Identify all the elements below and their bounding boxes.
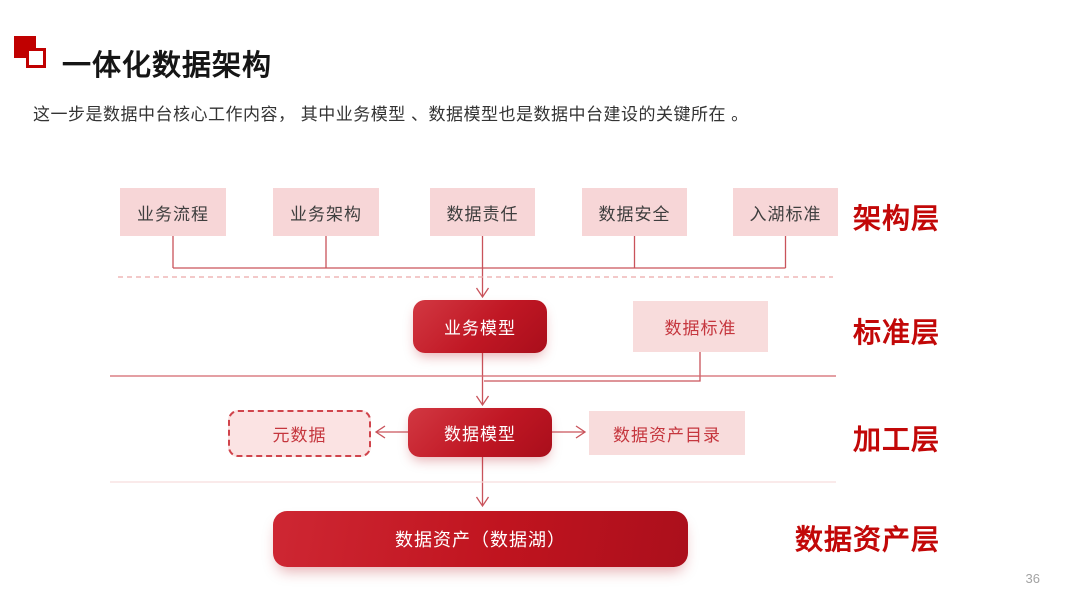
box-data-asset-catalog: 数据资产目录 — [589, 411, 745, 455]
box-metadata: 元数据 — [228, 410, 371, 457]
box-data-model: 数据模型 — [408, 408, 552, 457]
title-squares-icon — [14, 36, 50, 72]
box-data-security: 数据安全 — [582, 188, 687, 236]
label-processing-layer: 加工层 — [852, 424, 940, 455]
box-lake-entry-standard: 入湖标准 — [733, 188, 838, 236]
box-data-standard: 数据标准 — [633, 301, 768, 352]
outline-square-icon — [26, 48, 46, 68]
page-title: 一体化数据架构 — [62, 50, 273, 82]
page-subtitle: 这一步是数据中台核心工作内容， 其中业务模型 、数据模型也是数据中台建设的关键所… — [33, 105, 749, 124]
label-standard-layer: 标准层 — [852, 317, 940, 348]
label-architecture-layer: 架构层 — [852, 203, 940, 234]
box-business-architecture: 业务架构 — [273, 188, 379, 236]
box-business-process: 业务流程 — [120, 188, 226, 236]
box-business-model: 业务模型 — [413, 300, 547, 353]
box-data-asset-lake: 数据资产（数据湖） — [273, 511, 688, 567]
page-number: 36 — [1025, 571, 1040, 586]
box-data-responsibility: 数据责任 — [430, 188, 535, 236]
label-data-asset-layer: 数据资产层 — [794, 524, 940, 555]
